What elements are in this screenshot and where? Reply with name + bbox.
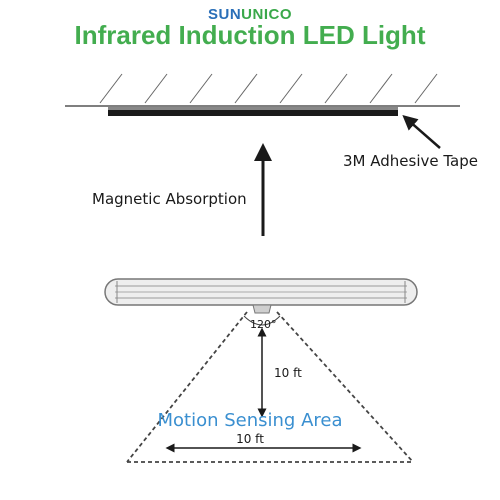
sensing-area-label: Motion Sensing Area (157, 410, 343, 431)
tape-pointer-arrow (402, 115, 441, 149)
sensing-cone (126, 311, 414, 463)
ceiling-hatch (99, 73, 438, 104)
mounting-strip (108, 110, 398, 116)
led-light-bar (104, 278, 418, 306)
width-label: 10 ft (236, 432, 264, 446)
angle-label: 120° (250, 318, 277, 331)
brand-prefix: SUN (207, 6, 242, 23)
brand-suffix: UNICO (241, 6, 292, 23)
magnetic-absorption-label: Magnetic Absorption (92, 190, 247, 208)
adhesive-tape-label: 3M Adhesive Tape (343, 152, 478, 170)
brand-logo: SUNUNICO (0, 6, 500, 23)
angle-arc (243, 315, 281, 326)
adhesive-tape-edge (108, 107, 398, 110)
pir-sensor (252, 304, 272, 314)
page-title: Infrared Induction LED Light (74, 20, 426, 50)
height-label: 10 ft (274, 366, 302, 380)
